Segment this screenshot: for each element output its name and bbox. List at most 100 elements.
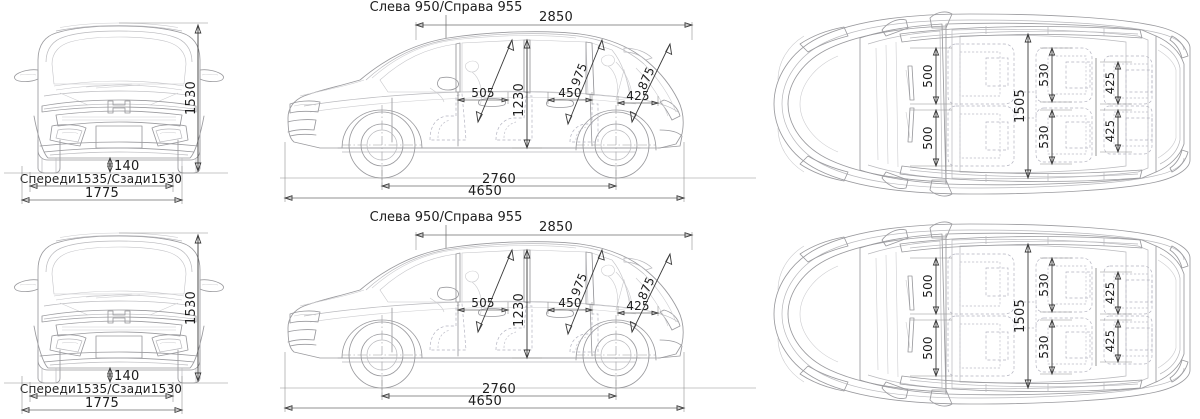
top-car-outline-2 <box>773 221 1191 407</box>
side-second-row-value: 450 <box>558 86 582 100</box>
top-seats-2 <box>947 253 1153 377</box>
side-wheelbase-value: 2760 <box>482 172 516 187</box>
top-rear-bottom-value-2: 425 <box>1103 330 1117 353</box>
front-view-panel: 1530 140 Спереди1535/Сзади1530 <box>0 0 280 209</box>
front-car-outline <box>14 22 224 174</box>
dim-front-seat-505: 505 <box>456 86 510 104</box>
top-front-right-value-2: 500 <box>921 336 935 360</box>
top-mid-top-value-2: 530 <box>1037 273 1051 297</box>
front-ground-clearance-value-2: 140 <box>114 369 139 384</box>
side-wheelbase-value-2: 2760 <box>482 382 516 397</box>
dim-top-mid-top-530: 530 <box>1037 46 1072 104</box>
dim-top-front-right-500: 500 <box>910 108 952 168</box>
top-front-right-value: 500 <box>921 126 935 150</box>
top-front-left-value: 500 <box>921 64 935 88</box>
dim-overall-width: 1775 <box>20 166 184 204</box>
side-front-seat-value: 505 <box>471 86 495 100</box>
side-cabin-height-value: 1230 <box>512 83 527 117</box>
dim-top-front-left-500: 500 <box>910 46 952 106</box>
side-header-label-2: Слева 950/Справа 955 <box>370 210 523 225</box>
side-leader-505 <box>475 38 515 124</box>
front-overall-height-value: 1530 <box>184 81 199 115</box>
front-car-outline-2 <box>14 232 224 384</box>
dim-roof-span-2: 2850 <box>414 220 694 250</box>
side-third-row-value: 425 <box>626 89 650 103</box>
front-overall-width-value-2: 1775 <box>85 396 119 411</box>
dim-second-row-450: 450 <box>546 86 594 104</box>
dim-cabin-height-1230-2: 1230 <box>512 248 542 360</box>
dim-top-rear-bottom-425-2: 425 <box>1100 318 1132 364</box>
dim-front-seat-505-2: 505 <box>456 296 510 314</box>
dim-ground-clearance-2: 140 <box>106 366 139 384</box>
dim-top-overall-1505-2: 1505 <box>1013 242 1032 390</box>
side-seats-2 <box>429 264 633 353</box>
dim-diagonal-975-2: 975 <box>565 248 605 336</box>
dim-overall-length-4650: 4650 <box>283 142 686 202</box>
dim-track: Спереди1535/Сзади1530 <box>20 172 182 192</box>
top-view-panel: 500 500 1505 <box>760 0 1200 209</box>
top-rear-top-value: 425 <box>1103 72 1117 95</box>
dim-overall-width-2: 1775 <box>20 376 184 414</box>
side-diag-975-value-2: 975 <box>568 271 590 298</box>
top-car-outline <box>773 11 1191 197</box>
dim-diagonal-975: 975 <box>565 38 605 126</box>
front-ground-clearance-value: 140 <box>114 159 139 174</box>
dim-wheelbase-2760-2: 2760 <box>380 380 618 400</box>
front-track-value-2: Спереди1535/Сзади1530 <box>20 382 182 396</box>
top-mid-bottom-value-2: 530 <box>1037 335 1051 359</box>
dim-top-mid-bottom-530-2: 530 <box>1037 318 1072 376</box>
front-view-panel-2: 1530 140 Спереди1535/Сзади1530 <box>0 210 280 419</box>
side-header-label: Слева 950/Справа 955 <box>370 0 523 15</box>
side-second-row-value-2: 450 <box>558 296 582 310</box>
side-third-row-value-2: 425 <box>626 299 650 313</box>
dim-overall-height: 1530 <box>119 22 208 173</box>
top-overall-width-value: 1505 <box>1013 89 1028 123</box>
side-leader-505-2 <box>475 248 515 334</box>
dim-overall-length-4650-2: 4650 <box>283 352 686 412</box>
top-front-left-value-2: 500 <box>921 274 935 298</box>
dim-second-row-450-2: 450 <box>546 296 594 314</box>
side-view-panel-2: Слева 950/Справа 955 2850 <box>280 210 760 419</box>
side-header-label-group-2: Слева 950/Справа 955 <box>370 210 523 248</box>
drawing-row-1: 1530 140 Спереди1535/Сзади1530 <box>0 0 1200 209</box>
side-roof-span-value: 2850 <box>539 10 573 25</box>
side-cabin-height-value-2: 1230 <box>512 293 527 327</box>
front-overall-width-value: 1775 <box>85 186 119 201</box>
dim-third-row-425: 425 <box>616 89 660 106</box>
side-overall-length-value: 4650 <box>468 184 502 199</box>
top-overall-width-value-2: 1505 <box>1013 299 1028 333</box>
dim-top-rear-top-425-2: 425 <box>1100 270 1132 316</box>
dim-cabin-height-1230: 1230 <box>512 38 542 150</box>
top-seats <box>947 43 1153 167</box>
side-front-seat-value-2: 505 <box>471 296 495 310</box>
dim-top-rear-bottom-425: 425 <box>1100 108 1132 154</box>
side-roof-span-value-2: 2850 <box>539 220 573 235</box>
drawing-row-2: 1530 140 Спереди1535/Сзади1530 <box>0 210 1200 419</box>
side-header-label-group: Слева 950/Справа 955 <box>370 0 523 38</box>
front-track-value: Спереди1535/Сзади1530 <box>20 172 182 186</box>
side-diag-975-value: 975 <box>568 61 590 88</box>
dim-top-mid-top-530-2: 530 <box>1037 256 1072 314</box>
dim-track-2: Спереди1535/Сзади1530 <box>20 382 182 402</box>
top-rear-top-value-2: 425 <box>1103 282 1117 305</box>
dim-overall-height-2: 1530 <box>119 232 208 383</box>
dim-roof-span: 2850 <box>414 10 694 40</box>
side-car-outline-2 <box>287 241 684 395</box>
top-view-panel-2: 500 500 1505 <box>760 210 1200 419</box>
dim-top-mid-bottom-530: 530 <box>1037 108 1072 166</box>
side-overall-length-value-2: 4650 <box>468 394 502 409</box>
side-diag-875-value: 875 <box>635 65 657 92</box>
top-rear-bottom-value: 425 <box>1103 120 1117 143</box>
top-mid-top-value: 530 <box>1037 63 1051 87</box>
front-overall-height-value-2: 1530 <box>184 291 199 325</box>
dim-top-overall-1505: 1505 <box>1013 32 1032 180</box>
side-view-panel: Слева 950/Справа 955 2850 <box>280 0 760 209</box>
dim-top-rear-top-425: 425 <box>1100 60 1132 106</box>
dim-top-front-right-500-2: 500 <box>910 318 952 378</box>
side-car-outline <box>287 31 684 185</box>
dim-wheelbase-2760: 2760 <box>380 170 618 190</box>
dim-ground-clearance: 140 <box>106 156 139 174</box>
side-diag-875-value-2: 875 <box>635 275 657 302</box>
dim-top-front-left-500-2: 500 <box>910 256 952 316</box>
